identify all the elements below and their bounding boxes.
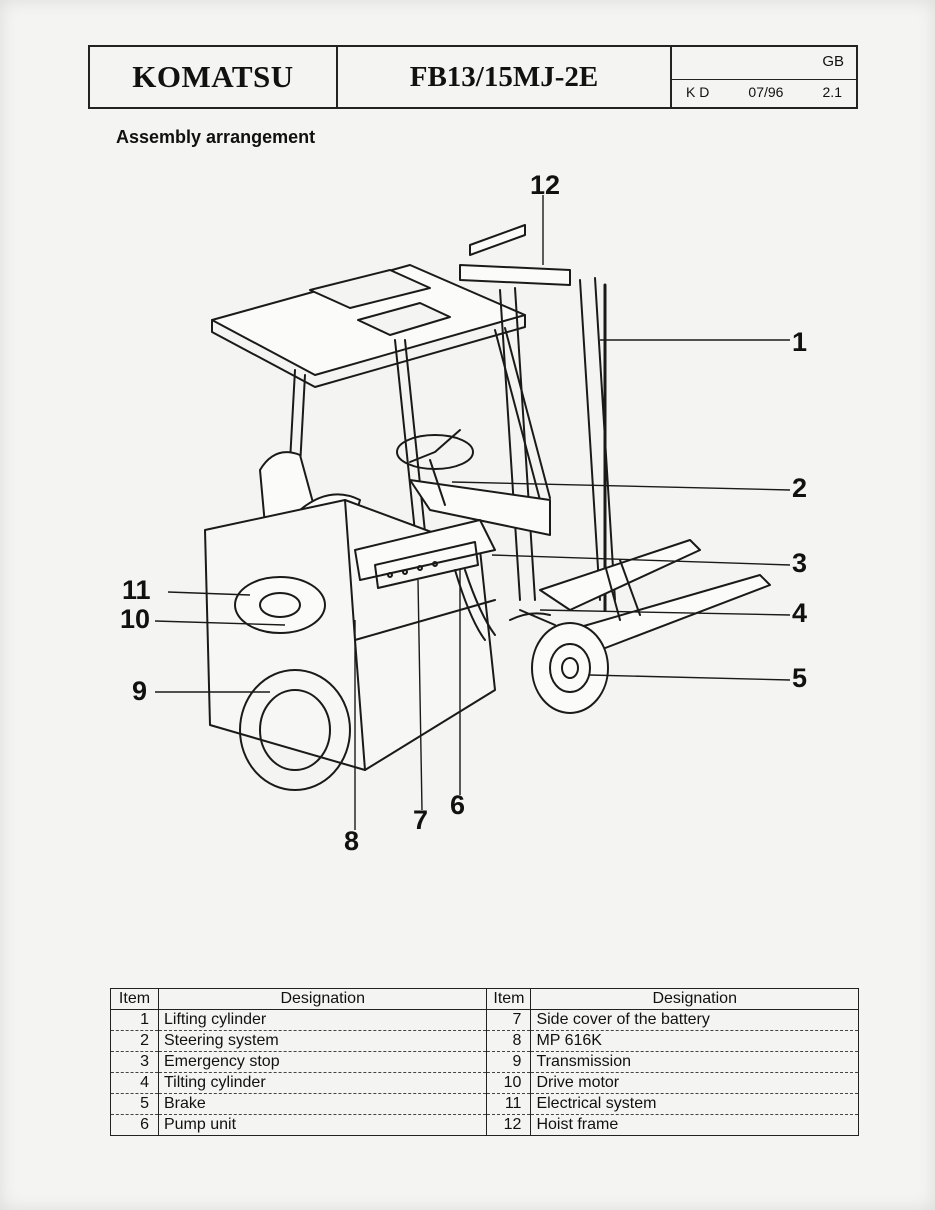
electrical-panel: [374, 541, 479, 589]
item-number: 3: [110, 1051, 159, 1073]
item-designation: Steering system: [157, 1030, 488, 1052]
header-item-left: Item: [110, 988, 159, 1010]
item-number: 1: [110, 1009, 159, 1031]
callout-9: 9: [132, 676, 148, 706]
tilt-cylinder: [519, 609, 556, 626]
item-designation: Electrical system: [530, 1093, 859, 1115]
item-number: 7: [486, 1009, 532, 1031]
callout-10: 10: [120, 604, 151, 634]
front-wheel: [531, 622, 609, 714]
table-header-row: Item Designation Item Designation: [110, 988, 859, 1010]
table-row: 4 Tilting cylinder 10 Drive motor: [110, 1072, 859, 1094]
fork: [539, 539, 701, 611]
item-designation: Tilting cylinder: [157, 1072, 488, 1094]
header-designation-right: Designation: [530, 988, 859, 1010]
callout-11: 11: [122, 575, 151, 605]
item-number: 12: [486, 1114, 532, 1136]
item-designation: Side cover of the battery: [530, 1009, 859, 1031]
table-row: 2 Steering system 8 MP 616K: [110, 1030, 859, 1052]
item-designation: Drive motor: [530, 1072, 859, 1094]
table-row: 5 Brake 11 Electrical system: [110, 1093, 859, 1115]
steering-wheel: [396, 434, 474, 470]
meta-row: K D 07/96 2.1: [686, 84, 842, 100]
table-row: 6 Pump unit 12 Hoist frame: [110, 1114, 859, 1136]
model-number: FB13/15MJ-2E: [338, 47, 672, 107]
forklift-diagram: [154, 195, 791, 830]
item-designation: Brake: [157, 1093, 488, 1115]
language-code: GB: [822, 53, 844, 70]
document-meta: GB K D 07/96 2.1: [672, 47, 856, 107]
rear-wheel: [239, 669, 351, 791]
doc-section: 2.1: [822, 84, 842, 100]
document-header: KOMATSU FB13/15MJ-2E GB K D 07/96 2.1: [88, 45, 858, 109]
item-number: 5: [110, 1093, 159, 1115]
parts-table: Item Designation Item Designation 1 Lift…: [110, 988, 859, 1136]
meta-divider: [672, 79, 856, 80]
callout-12: 12: [530, 170, 561, 200]
item-number: 6: [110, 1114, 159, 1136]
hoist-frame: [469, 224, 526, 256]
callout-1: 1: [792, 327, 808, 357]
section-title: Assembly arrangement: [116, 127, 316, 147]
callout-5: 5: [792, 663, 808, 693]
brand-name: KOMATSU: [90, 47, 338, 107]
item-designation: Lifting cylinder: [157, 1009, 488, 1031]
header-designation-left: Designation: [157, 988, 488, 1010]
callout-3: 3: [792, 548, 808, 578]
item-designation: MP 616K: [530, 1030, 859, 1052]
item-number: 4: [110, 1072, 159, 1094]
callout-7: 7: [413, 805, 429, 835]
drive-motor: [234, 576, 326, 634]
item-designation: Emergency stop: [157, 1051, 488, 1073]
callout-8: 8: [344, 826, 360, 856]
item-number: 10: [486, 1072, 532, 1094]
item-designation: Transmission: [530, 1051, 859, 1073]
header-item-right: Item: [486, 988, 532, 1010]
item-number: 11: [486, 1093, 532, 1115]
callout-4: 4: [792, 598, 808, 628]
guard-post: [494, 327, 551, 501]
item-designation: Pump unit: [157, 1114, 488, 1136]
callout-6: 6: [450, 790, 466, 820]
item-designation: Hoist frame: [530, 1114, 859, 1136]
doc-code: K D: [686, 84, 710, 100]
parts-table-wrap: Item Designation Item Designation 1 Lift…: [110, 988, 859, 1136]
table-row: 1 Lifting cylinder 7 Side cover of the b…: [110, 1009, 859, 1031]
item-number: 8: [486, 1030, 532, 1052]
item-number: 9: [486, 1051, 532, 1073]
callout-2: 2: [792, 473, 808, 503]
doc-date: 07/96: [748, 84, 784, 100]
table-row: 3 Emergency stop 9 Transmission: [110, 1051, 859, 1073]
item-number: 2: [110, 1030, 159, 1052]
